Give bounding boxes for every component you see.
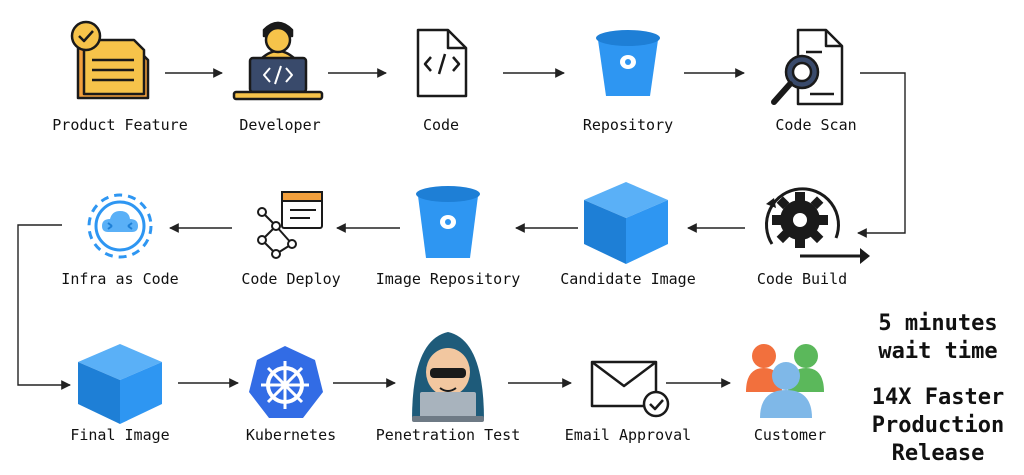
code-file-icon (416, 28, 468, 98)
node-label-kubernetes: Kubernetes (246, 426, 336, 444)
node-label-code-build: Code Build (757, 270, 847, 288)
node-label-email-approval: Email Approval (565, 426, 691, 444)
deploy-network-icon (257, 191, 323, 259)
faster-release-note: 14X Faster Production Release (858, 384, 1018, 468)
developer-laptop-icon (232, 21, 324, 101)
node-label-code: Code (423, 116, 459, 134)
node-labels: Product Feature Developer Code Repositor… (52, 116, 856, 444)
node-label-infra-as-code: Infra as Code (61, 270, 178, 288)
gear-cycle-icon (764, 187, 870, 264)
node-label-candidate-image: Candidate Image (560, 270, 695, 288)
hacker-icon (412, 332, 484, 422)
node-label-developer: Developer (239, 116, 320, 134)
cloud-gear-icon (87, 193, 153, 259)
node-label-customer: Customer (754, 426, 826, 444)
bucket-icon (596, 30, 660, 96)
document-search-icon (771, 28, 844, 106)
connectors (17, 68, 906, 390)
faster-release-line3: Release (891, 441, 985, 466)
faster-release-line1: 14X Faster (871, 385, 1005, 410)
cube-icon (78, 344, 162, 424)
node-label-code-deploy: Code Deploy (241, 270, 340, 288)
arrow-infra-final (17, 224, 71, 390)
users-icon (746, 344, 824, 418)
email-check-icon (590, 360, 670, 418)
node-label-final-image: Final Image (70, 426, 169, 444)
node-label-penetration-test: Penetration Test (376, 426, 521, 444)
document-check-icon (70, 20, 150, 100)
cube-icon (584, 182, 668, 264)
faster-release-line2: Production (871, 413, 1005, 438)
node-label-repository: Repository (583, 116, 673, 134)
wait-time-note: 5 minutes wait time (858, 310, 1018, 366)
node-label-product-feature: Product Feature (52, 116, 187, 134)
node-label-code-scan: Code Scan (775, 116, 856, 134)
node-label-image-repository: Image Repository (376, 270, 521, 288)
wait-time-line2: wait time (878, 339, 998, 364)
arrow-scan-build (857, 72, 906, 238)
bucket-icon (416, 186, 480, 258)
wait-time-line1: 5 minutes (878, 311, 998, 336)
kubernetes-icon (249, 346, 323, 418)
